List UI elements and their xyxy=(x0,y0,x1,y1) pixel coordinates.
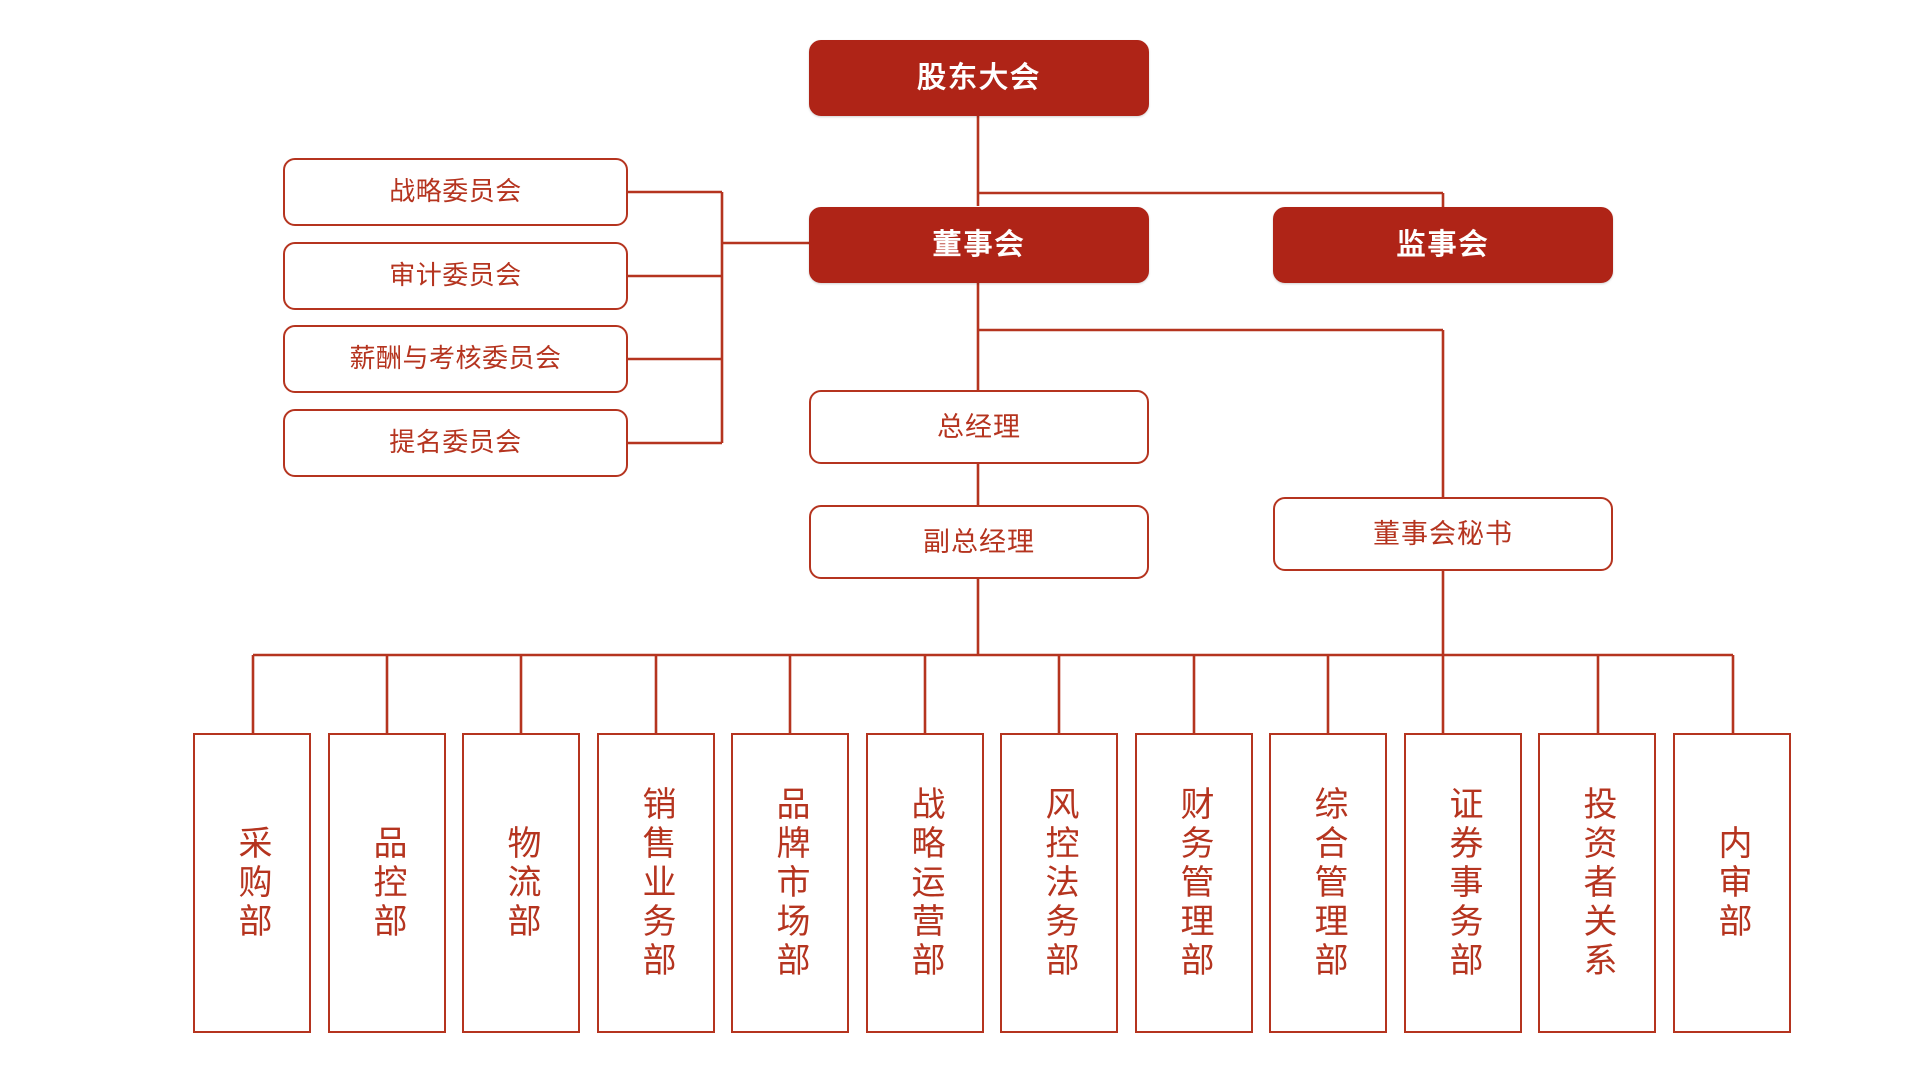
node-board-of-directors[interactable]: 董事会 xyxy=(809,207,1149,283)
node-department-investor-relations[interactable]: 投资者关系 xyxy=(1538,733,1656,1033)
node-committee-nomination[interactable]: 提名委员会 xyxy=(283,409,628,477)
node-department-logistics[interactable]: 物流部 xyxy=(462,733,580,1033)
node-department-risk-legal[interactable]: 风控法务部 xyxy=(1000,733,1118,1033)
node-department-securities-affairs[interactable]: 证券事务部 xyxy=(1404,733,1522,1033)
node-department-finance[interactable]: 财务管理部 xyxy=(1135,733,1253,1033)
node-department-brand-marketing[interactable]: 品牌市场部 xyxy=(731,733,849,1033)
node-general-manager[interactable]: 总经理 xyxy=(809,390,1149,464)
node-department-quality-control[interactable]: 品控部 xyxy=(328,733,446,1033)
node-committee-audit[interactable]: 审计委员会 xyxy=(283,242,628,310)
node-board-secretary[interactable]: 董事会秘书 xyxy=(1273,497,1613,571)
node-committee-strategy[interactable]: 战略委员会 xyxy=(283,158,628,226)
node-department-strategy-operations[interactable]: 战略运营部 xyxy=(866,733,984,1033)
node-department-general-administration[interactable]: 综合管理部 xyxy=(1269,733,1387,1033)
node-committee-remuneration[interactable]: 薪酬与考核委员会 xyxy=(283,325,628,393)
node-department-sales[interactable]: 销售业务部 xyxy=(597,733,715,1033)
node-deputy-general-manager[interactable]: 副总经理 xyxy=(809,505,1149,579)
node-department-internal-audit[interactable]: 内审部 xyxy=(1673,733,1791,1033)
node-board-of-supervisors[interactable]: 监事会 xyxy=(1273,207,1613,283)
node-shareholders-meeting[interactable]: 股东大会 xyxy=(809,40,1149,116)
node-department-procurement[interactable]: 采购部 xyxy=(193,733,311,1033)
